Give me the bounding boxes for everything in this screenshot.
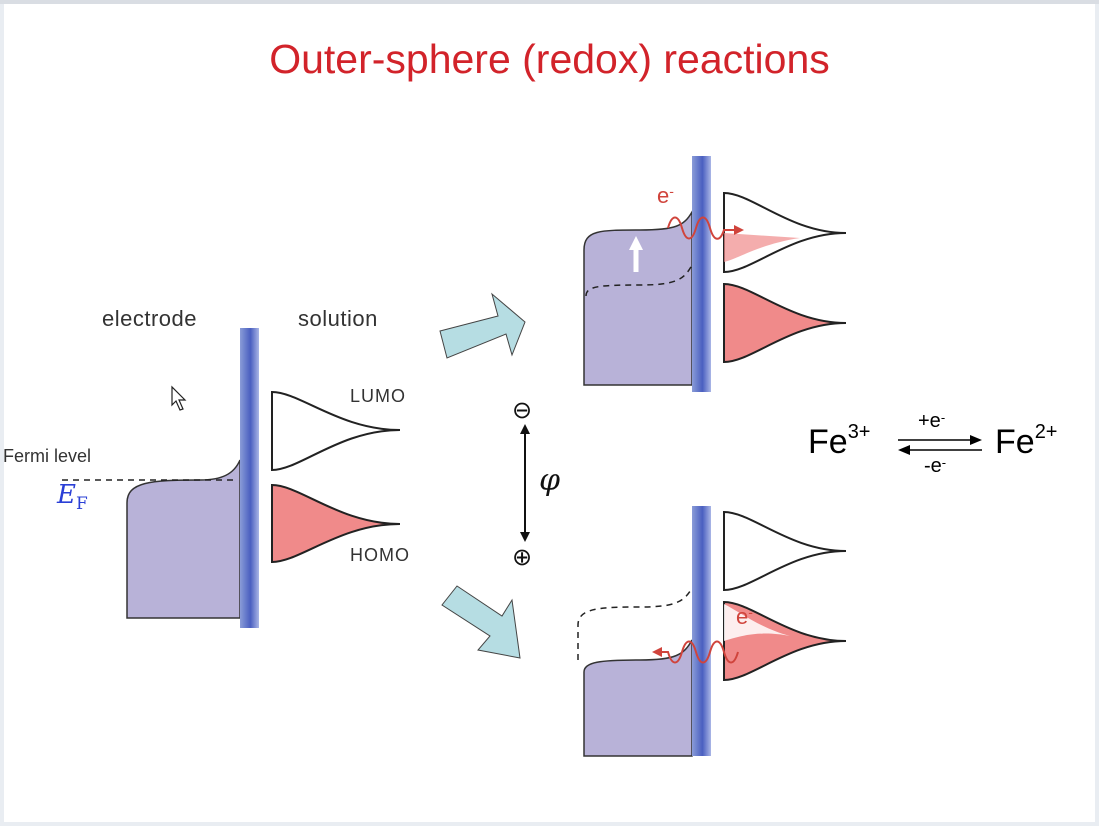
electrode-bar [692,506,711,756]
reaction-forward-arrowhead [970,435,982,445]
electrode-band-fill [126,459,241,619]
homo-label: HOMO [350,545,410,565]
potential-axis-arrowhead-up [520,424,530,434]
mouse-cursor-icon [171,385,187,411]
top-diagram [583,156,847,392]
negative-potential-icon: ⊖ [512,397,533,424]
reactant-fe3: Fe3+ [808,421,871,461]
solution-label: solution [298,306,378,331]
slide-canvas [4,4,1095,822]
homo-peak-partial-empty [723,600,847,682]
original-band-dashed-line [585,264,693,297]
positive-potential-icon: ⊕ [512,544,533,571]
lumo-peak [271,390,401,472]
arrow-to-top-diagram [439,292,526,359]
reaction-backward-arrowhead [898,445,910,455]
electron-arrowhead-right [734,225,744,235]
lumo-peak [723,510,847,592]
electron-label-bottom: e- [736,604,753,629]
electron-wave-to-solution [667,216,738,240]
left-diagram [62,328,401,628]
electrode-bar [240,328,259,628]
product-fe2: Fe2+ [995,421,1058,461]
fermi-energy-symbol: EF [57,480,88,515]
lumo-label: LUMO [350,386,407,406]
electron-label-top: e- [657,183,674,208]
bottom-diagram [577,506,847,757]
original-band-dashed-line [577,587,693,660]
slide-title: Outer-sphere (redox) reactions [269,36,830,82]
potential-phi-label: φ [539,463,561,498]
forward-reaction-label: +e- [918,410,946,432]
electrode-label: electrode [102,306,198,331]
homo-peak [723,282,847,364]
electrode-band-fill-raised [583,209,693,386]
lumo-peak-partial-fill [724,233,800,262]
backward-reaction-label: -e- [924,455,947,477]
electron-arrowhead-left [652,647,662,657]
window-top-edge [0,0,1099,4]
electron-wave-to-electrode [660,640,739,664]
electrode-bar [692,156,711,392]
homo-peak [271,483,401,564]
lumo-peak-filled [723,191,847,274]
raise-arrow-head [629,236,643,250]
potential-axis-arrowhead-down [520,532,530,542]
fermi-level-label: Fermi level [3,446,92,466]
electrode-band-fill-lowered [583,639,693,757]
homo-peak-depleted-top [724,604,790,641]
arrow-to-bottom-diagram [441,585,521,659]
